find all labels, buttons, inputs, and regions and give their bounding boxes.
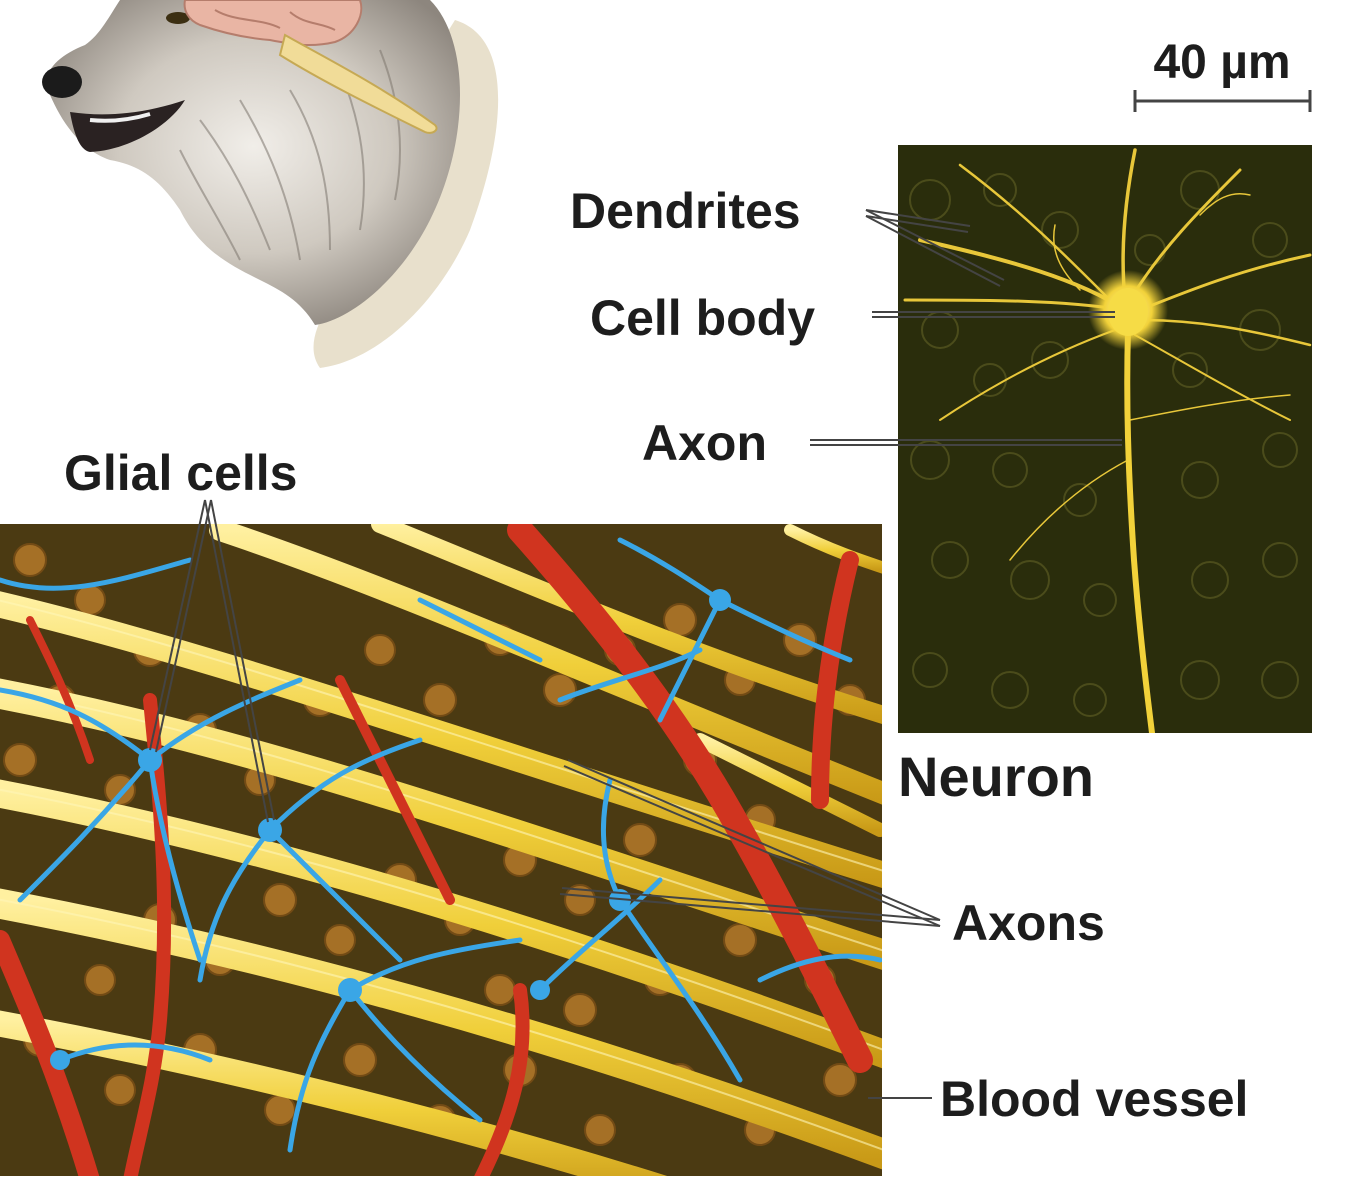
- glial-cells-label: Glial cells: [64, 445, 297, 501]
- leader-lines: [149, 209, 1122, 1099]
- blood-vessel-label: Blood vessel: [940, 1071, 1248, 1127]
- axon-label: Axon: [642, 415, 767, 471]
- glial-cells-leader: [149, 499, 206, 751]
- scale-bar-label: 40 µm: [1153, 36, 1290, 89]
- axons-label: Axons: [952, 895, 1105, 951]
- wolf-eye: [166, 12, 190, 24]
- wolf-nose: [42, 66, 82, 98]
- wolf-mouth: [70, 100, 185, 152]
- wolf-brain: [183, 0, 363, 47]
- axons-leader: [567, 759, 941, 921]
- dendrites-leader: [865, 209, 971, 227]
- scale-bar: 40 µm: [1133, 36, 1312, 112]
- wolf-spinal-cord: [278, 33, 438, 134]
- glial-tissue-micrograph: [0, 524, 882, 1176]
- cell-body-label: Cell body: [590, 290, 815, 346]
- neuron-label: Neuron: [898, 745, 1094, 808]
- dendrites-label: Dendrites: [570, 183, 801, 239]
- wolf-head-illustration: [42, 0, 499, 368]
- neuron-axon-shape: [1124, 327, 1155, 733]
